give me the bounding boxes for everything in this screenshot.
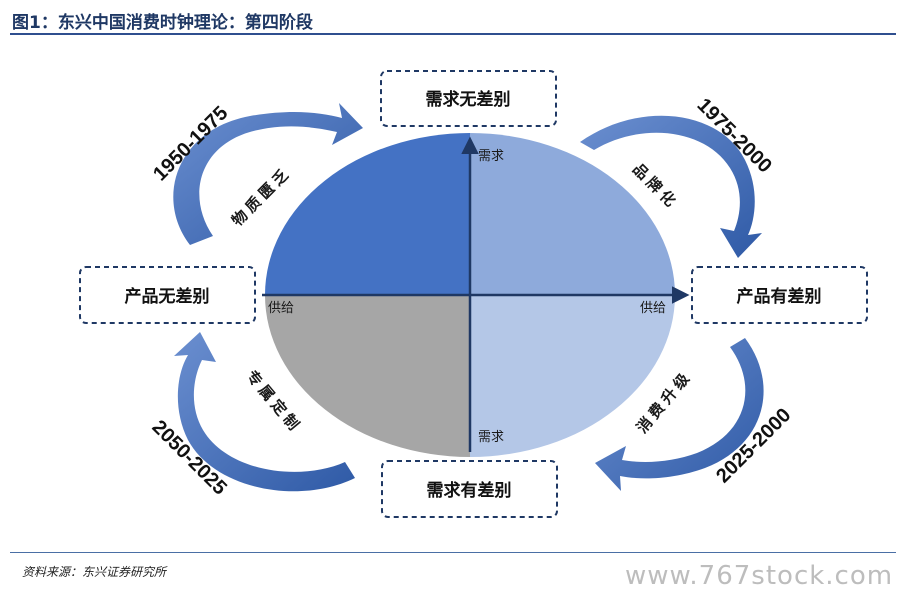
quadrant-top-left — [265, 133, 470, 295]
quadrant-bottom-left — [265, 295, 470, 457]
source-note: 资料来源：东兴证券研究所 — [22, 565, 167, 579]
arrow-bottom-left — [174, 332, 355, 492]
stage-top-left: 物质匮乏 — [228, 163, 294, 229]
box-bottom: 需求有差别 — [381, 460, 558, 518]
supply-label-left: 供给 — [268, 301, 294, 316]
arrow-top-right — [580, 115, 762, 258]
quadrant-top-right — [470, 133, 675, 295]
watermark: www.767stock.com — [625, 561, 894, 591]
box-right-label: 产品有差别 — [737, 286, 822, 307]
box-left-label: 产品无差别 — [125, 286, 210, 307]
box-left: 产品无差别 — [79, 266, 256, 324]
arrow-bottom-right — [595, 338, 764, 491]
box-top-label: 需求无差别 — [426, 89, 511, 110]
figure-title: 图1：东兴中国消费时钟理论：第四阶段 — [12, 13, 313, 33]
demand-label-top: 需求 — [478, 149, 504, 164]
box-top: 需求无差别 — [380, 70, 557, 127]
arrow-top-left — [173, 103, 363, 245]
box-right: 产品有差别 — [691, 266, 868, 324]
box-bottom-label: 需求有差别 — [427, 480, 512, 501]
supply-label-right: 供给 — [640, 301, 666, 316]
demand-label-bottom: 需求 — [478, 430, 504, 445]
title-divider — [10, 33, 896, 35]
quadrant-bottom-right — [470, 295, 675, 457]
footer-divider — [10, 552, 896, 553]
